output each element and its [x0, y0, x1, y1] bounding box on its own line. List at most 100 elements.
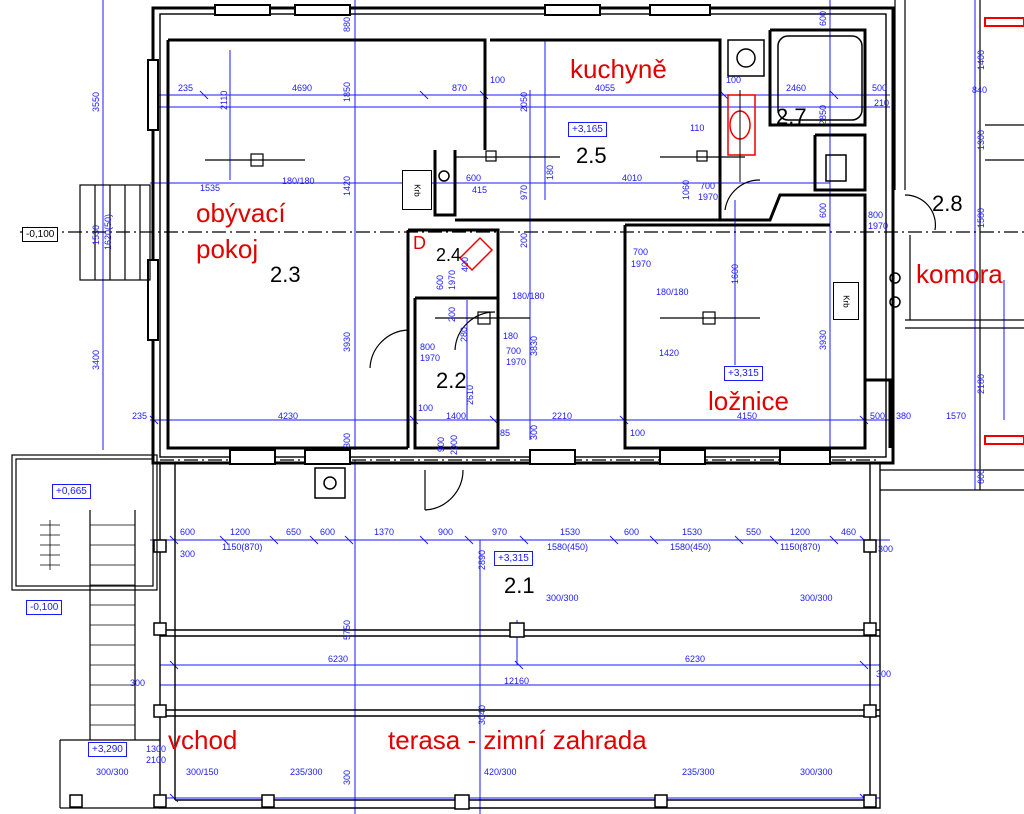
dimension-label-vertical: 3830 — [529, 335, 539, 356]
dimension-label: 460 — [841, 527, 857, 537]
dimension-label: 2100 — [146, 755, 167, 765]
fixtures — [314, 17, 1024, 499]
terrace — [69, 463, 881, 810]
dimension-label: 1370 — [374, 527, 395, 537]
dimension-label: 235 — [178, 83, 194, 93]
dimension-label: 1535 — [200, 183, 221, 193]
dimension-label: 700 — [633, 247, 649, 257]
dimension-label: 600 — [466, 173, 482, 183]
dimension-label: 6230 — [685, 654, 706, 664]
wc-icon — [458, 236, 494, 272]
dimension-label: 600 — [180, 527, 196, 537]
dimension-label: 700 — [506, 346, 522, 356]
dimension-label: 300 — [180, 549, 196, 559]
dimension-label: 4010 — [622, 173, 643, 183]
dimension-label: 800 — [868, 210, 884, 220]
dimension-label: 4230 — [278, 411, 299, 421]
sink-icon — [727, 94, 756, 156]
dimension-label-vertical: 2000 — [449, 434, 459, 455]
dimension-label-vertical: 300 — [342, 769, 352, 785]
dimension-label: 85 — [500, 428, 511, 438]
adjacent-building — [880, 0, 1024, 491]
dimension-label: 1530 — [682, 527, 703, 537]
dimension-label: 100 — [726, 75, 742, 85]
room-number-2-3: 2.3 — [270, 262, 301, 287]
dimension-label-vertical: 1620(50) — [103, 213, 113, 250]
dimension-label: 1420 — [659, 348, 680, 358]
dimension-label: 870 — [452, 83, 468, 93]
level-mark: -0,100 — [22, 227, 59, 242]
dimension-label: 500 — [870, 411, 886, 421]
dimension-label-vertical: 280 — [459, 326, 469, 342]
dimension-label-vertical: 1400 — [976, 49, 986, 70]
dimension-label: 550 — [746, 527, 762, 537]
dimension-label-vertical: 880 — [342, 16, 352, 32]
dimension-label-vertical: 1530 — [91, 224, 101, 245]
dimension-label: 300 — [130, 678, 146, 688]
dimension-label: 1970 — [420, 353, 441, 363]
level-mark: +3,290 — [88, 742, 127, 757]
dimension-label: 1400 — [446, 411, 467, 421]
dimension-label: 380 — [896, 411, 912, 421]
dimension-label: 180/180 — [656, 287, 689, 297]
dimension-label-vertical: 900 — [436, 436, 446, 452]
dimension-label-vertical: 3930 — [342, 331, 352, 352]
room-label-komora: komora — [916, 259, 1003, 289]
level-mark: +3,315 — [494, 551, 533, 566]
dimension-label-vertical: 600 — [976, 468, 986, 484]
dimension-label: 300/300 — [800, 767, 833, 777]
fireplace-label: Krb — [841, 294, 851, 308]
room-label-loznice: ložnice — [708, 386, 789, 416]
dimension-label: 300/150 — [186, 767, 219, 777]
dimension-label: 235 — [132, 411, 148, 421]
dimension-label: 4055 — [595, 83, 616, 93]
dimension-label: 1970 — [698, 192, 719, 202]
dimension-label: 180 — [503, 331, 519, 341]
dimension-label-vertical: 3930 — [818, 329, 828, 350]
dimension-label: 415 — [472, 185, 488, 195]
room-label-kuchyne: kuchyně — [570, 54, 667, 84]
dimension-label-vertical: 300 — [529, 424, 539, 440]
dimension-label: 1970 — [506, 357, 527, 367]
dimension-label: 700 — [700, 181, 716, 191]
dimension-label: 300/300 — [800, 593, 833, 603]
dimension-label: 600 — [320, 527, 336, 537]
dimension-label: 1200 — [230, 527, 251, 537]
toilet-icon — [825, 154, 847, 182]
dimension-label-vertical: 200 — [519, 232, 529, 248]
room-label-pokoj: pokoj — [196, 234, 259, 264]
dimension-label: 1970 — [868, 221, 889, 231]
room-label-obyvaci: obývací — [196, 198, 286, 228]
bathtub-icon — [777, 35, 863, 121]
room-label-terasa: terasa - zimní zahrada — [388, 725, 647, 755]
dimension-label-vertical: 2610 — [465, 384, 475, 405]
dimension-label: 650 — [286, 527, 302, 537]
dimension-label: 4690 — [292, 83, 313, 93]
dimension-label-vertical: 2850 — [818, 104, 828, 125]
dimension-label: 6230 — [328, 654, 349, 664]
dimension-label: 420/300 — [484, 767, 517, 777]
dimension-label: 180/180 — [282, 176, 315, 186]
dimension-label: 180/180 — [512, 291, 545, 301]
dimension-label-vertical: 2050 — [519, 91, 529, 112]
room-number-2-8: 2.8 — [932, 191, 963, 216]
light-fixtures — [205, 150, 760, 325]
level-mark: +3,315 — [724, 366, 763, 381]
dimension-label-vertical: 1580 — [976, 207, 986, 228]
door-swings — [369, 179, 937, 511]
chimney-icon — [438, 170, 450, 182]
room-label-wc: D — [413, 233, 426, 253]
dimension-label: 300/300 — [546, 593, 579, 603]
dimension-label: 235/300 — [682, 767, 715, 777]
dimension-label-vertical: 970 — [519, 184, 529, 200]
room-label-vchod: vchod — [168, 725, 238, 755]
outer-walls — [151, 6, 895, 465]
dimension-label-vertical: 1970 — [447, 269, 457, 290]
dimension-label-vertical: 2890 — [477, 549, 487, 570]
dimension-label: 100 — [630, 428, 646, 438]
level-mark: +3,165 — [568, 122, 607, 137]
dimension-label-vertical: 1420 — [342, 175, 352, 196]
dimension-label: 970 — [492, 527, 508, 537]
dimension-label-vertical: 1060 — [681, 179, 691, 200]
